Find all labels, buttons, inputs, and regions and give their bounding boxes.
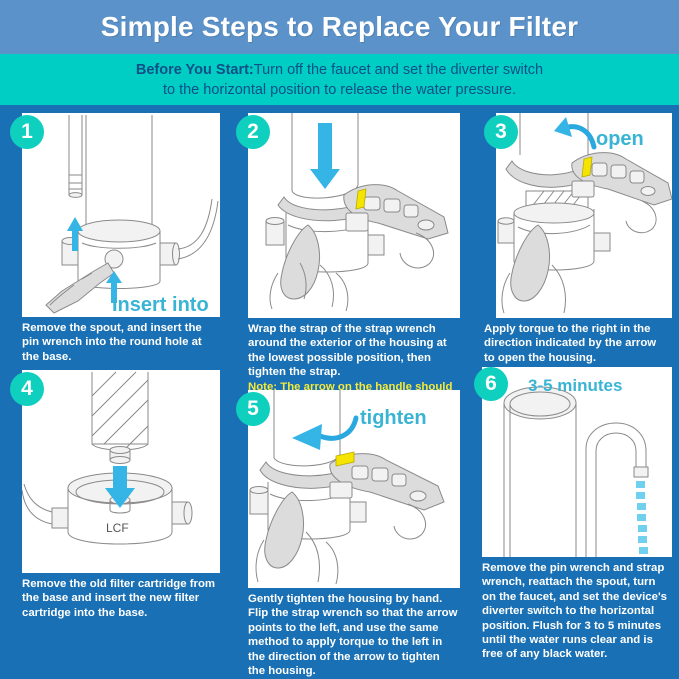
illustration-flush-water: 3-5 minutes (503, 376, 649, 557)
step-illustration-1: Insert into (22, 113, 220, 317)
step-card-5: 5 (234, 390, 460, 678)
step-caption-2-text: Wrap the strap of the strap wrench aroun… (248, 323, 447, 379)
arrow-up-spout (67, 217, 83, 251)
step-card-3: 3 (474, 113, 672, 365)
step-illustration-4: LCF (22, 370, 220, 573)
label-open: open (596, 128, 644, 150)
step-number-badge-1: 1 (10, 115, 44, 149)
illustration-replace-cartridge: LCF (22, 371, 193, 545)
banner-text-1: Turn off the faucet and set the diverter… (253, 61, 544, 78)
label-tighten: tighten (360, 407, 427, 429)
water-stream (636, 481, 648, 554)
step-caption-4: Remove the old filter cartridge from the… (22, 578, 216, 619)
banner-line-2: to the horizontal position to release th… (162, 81, 517, 98)
step-illustration-3: open (496, 113, 672, 318)
header-bar: Simple Steps to Replace Your Filter (0, 0, 679, 54)
before-you-start-banner: Before You Start:Turn off the faucet and… (0, 54, 679, 105)
arrow-open-rotate (554, 117, 597, 150)
step-illustration-2 (248, 113, 460, 318)
arrow-down-housing (310, 123, 340, 189)
arrow-up-insert (106, 271, 122, 303)
page-title: Simple Steps to Replace Your Filter (100, 11, 579, 42)
step-number-badge-5: 5 (236, 392, 270, 426)
illustration-remove-spout: Insert into (45, 115, 219, 316)
illustration-wrap-strap (265, 113, 449, 312)
banner-line-1: Before You Start:Turn off the faucet and… (136, 60, 543, 80)
arrow-down-cartridge (105, 466, 135, 508)
step-caption-3: Apply torque to the right in the directi… (484, 323, 657, 364)
illustration-tighten-housing: tighten (249, 390, 445, 585)
step-number-badge-4: 4 (10, 372, 44, 406)
arrow-tighten-rotate (292, 415, 359, 450)
step-number-badge-6: 6 (474, 367, 508, 401)
step-number-badge-3: 3 (484, 115, 518, 149)
label-3-5-minutes: 3-5 minutes (528, 376, 622, 395)
step-number-badge-2: 2 (236, 115, 270, 149)
step-illustration-5: tighten (248, 390, 460, 588)
steps-grid: 1 (0, 105, 679, 679)
step-caption-5: Gently tighten the housing by hand. Flip… (248, 593, 458, 678)
step-caption-1: Remove the spout, and insert the pin wre… (22, 322, 202, 363)
step-card-1: 1 (8, 113, 220, 364)
illustration-open-housing: open (497, 113, 672, 314)
step-illustration-6: 3-5 minutes (482, 367, 672, 557)
step-card-4: 4 (8, 370, 220, 620)
step-card-2: 2 (234, 113, 460, 408)
label-lcf: LCF (106, 521, 129, 535)
step-caption-6: Remove the pin wrench and strap wrench, … (482, 562, 668, 661)
banner-prefix: Before You Start: (135, 61, 254, 78)
label-insert-into: Insert into (112, 294, 209, 316)
step-card-6: 6 (474, 367, 672, 662)
